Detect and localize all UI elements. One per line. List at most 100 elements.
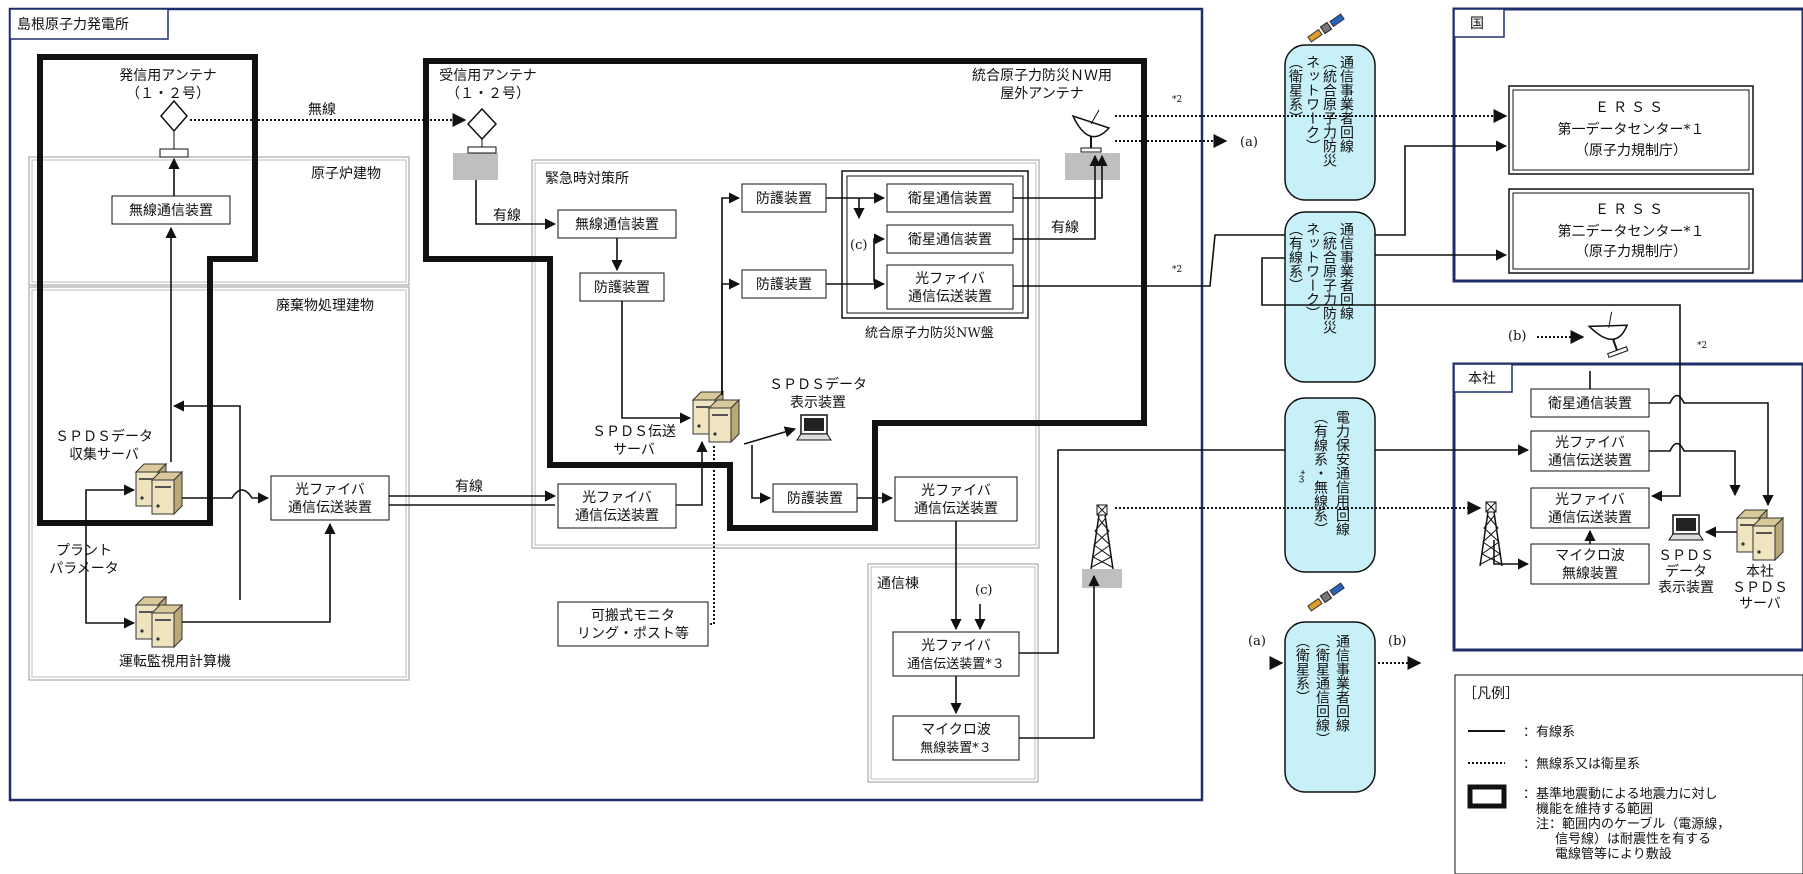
wired-connections	[85, 140, 1774, 739]
box-wireless-comm-ec	[557, 209, 677, 239]
spds-display-label-1: ＳＰＤＳデータ	[769, 376, 867, 393]
ho-display-laptop-icon	[1668, 514, 1704, 541]
comm-building-label: 通信棟	[877, 576, 919, 592]
outdoor-antenna-label-2: 屋外アンテナ	[1000, 86, 1083, 102]
box-erss1-l3: （原子力規制庁）	[1575, 143, 1687, 159]
box-ho-sat	[1530, 388, 1650, 418]
box-optical-ec-l2: 通信伝送装置	[575, 508, 659, 524]
emergency-center-region: 緊急時対策所	[531, 159, 1040, 549]
tx-antenna-icon	[159, 99, 189, 158]
nw-panel: 統合原子力防災NW盤	[841, 170, 1029, 341]
plant-frame	[8, 7, 1204, 802]
net1-line1: 通信事業者回線	[1338, 55, 1354, 153]
spds-collect-label-1: ＳＰＤＳデータ	[55, 428, 153, 445]
net2-line1: 通信事業者回線	[1338, 222, 1354, 320]
box-erss1-l2: 第一データセンター*１	[1558, 121, 1705, 138]
head-office-label-box	[1453, 363, 1513, 393]
waste-building-region: 廃棄物処理建物	[28, 286, 410, 681]
box-erss2-l2: 第二データセンター*１	[1558, 223, 1705, 240]
net2-line2: （統合原子力防災	[1321, 222, 1337, 334]
rx-antenna-label-1: 受信用アンテナ	[439, 68, 536, 84]
box-optical-ec-out-l2: 通信伝送装置	[914, 501, 998, 517]
net4-line3: （衛星系）	[1294, 634, 1310, 704]
box-microwave-comm-bldg-l1: マイクロ波	[921, 722, 991, 738]
box-erss2-l1: ＥＲＳＳ	[1595, 202, 1667, 218]
ho-spds-server-icon	[1736, 509, 1784, 561]
legend-title: ［凡例］	[1463, 686, 1519, 702]
network-power-line: 電力保安通信用回線 （有線系・無線系） *３	[1284, 397, 1376, 573]
net2-line4: （有線系）	[1287, 222, 1303, 292]
reactor-building-region: 原子炉建物	[28, 156, 410, 286]
net1-line2: （統合原子力防災	[1321, 55, 1337, 167]
mark-a-1: (a)	[1240, 135, 1258, 150]
network-carrier-satellite-line: 通信事業者回線 （衛星通信回線） （衛星系）	[1284, 621, 1376, 793]
spds-transfer-server-icon	[692, 391, 740, 443]
box-erss1-l1: ＥＲＳＳ	[1595, 100, 1667, 116]
reactor-building-label: 原子炉建物	[311, 166, 381, 182]
box-erss1-inner	[1512, 89, 1750, 171]
plant-params-label-2: パラメータ	[49, 561, 119, 577]
box-erss2-l3: （原子力規制庁）	[1575, 244, 1687, 260]
net1-line3: ネットワーク）	[1304, 55, 1320, 153]
box-sat-comm-1-label: 衛星通信装置	[908, 191, 992, 207]
national-label: 国	[1470, 16, 1484, 32]
plant-tower-icon	[1082, 504, 1122, 588]
outdoor-antenna-label-1: 統合原子力防災ＮＷ用	[972, 68, 1112, 84]
ho-spds-display-label-1: ＳＰＤＳ	[1658, 548, 1714, 564]
box-wireless-comm-reactor-label: 無線通信装置	[129, 203, 213, 219]
mark-c-1: (c)	[850, 238, 867, 253]
box-erss1	[1508, 85, 1754, 175]
box-protect-1-label: 防護装置	[756, 191, 812, 207]
box-optical-waste	[270, 475, 390, 521]
box-optical-nw	[886, 264, 1014, 310]
box-ho-microwave	[1530, 543, 1650, 585]
network-carrier-wired: 通信事業者回線 （統合原子力防災 ネットワーク） （有線系）	[1284, 211, 1376, 383]
net2-line3: ネットワーク）	[1304, 222, 1320, 320]
wireless-connections	[190, 109, 1585, 670]
box-protect-2-label: 防護装置	[756, 277, 812, 293]
net3-line1: 電力保安通信用回線	[1334, 410, 1350, 536]
mark-a-2: (a)	[1248, 634, 1266, 649]
box-ho-optical-1-l1: 光ファイバ	[1555, 435, 1625, 451]
box-protect-1	[741, 183, 827, 213]
legend-seismic-5: 電線管等により敷設	[1555, 846, 1672, 862]
rx-antenna-icon	[453, 107, 498, 180]
legend-seismic-2: 機能を維持する範囲	[1536, 802, 1653, 817]
box-optical-ec-out-l1: 光ファイバ	[921, 483, 991, 499]
box-optical-comm-bldg	[892, 631, 1020, 677]
mark-c-2: (c)	[975, 583, 992, 598]
box-ho-microwave-l2: 無線装置	[1562, 566, 1618, 582]
head-office-label: 本社	[1468, 371, 1496, 387]
box-wireless-comm-ec-label: 無線通信装置	[575, 217, 659, 233]
box-ho-optical-1-l2: 通信伝送装置	[1548, 453, 1632, 469]
plant-params-label-1: プラント	[56, 543, 112, 559]
box-sat-comm-2-label: 衛星通信装置	[908, 232, 992, 248]
legend: ［凡例］ ：有線系 ：無線系又は衛星系 ：基準地震動による地震力に対し 機能を維…	[1454, 674, 1803, 874]
box-erss2	[1508, 188, 1754, 274]
net4-line2: （衛星通信回線）	[1314, 634, 1330, 746]
wired-label-3: 有線	[1051, 220, 1079, 236]
box-wireless-comm-reactor	[111, 195, 231, 225]
plant-computer-label: 運転監視用計算機	[119, 653, 231, 670]
outdoor-antenna-icon	[1065, 109, 1120, 180]
legend-wired: ：有線系	[1523, 724, 1575, 740]
box-ho-optical-1	[1530, 430, 1650, 472]
satellite-icon-2	[1307, 582, 1345, 612]
national-label-box	[1453, 8, 1505, 38]
wired-label-1: 有線	[493, 208, 521, 224]
plant-label-box	[9, 8, 169, 40]
box-protect-3-label: 防護装置	[787, 491, 843, 507]
plant-label: 島根原子力発電所	[17, 17, 129, 33]
box-optical-waste-l2: 通信伝送装置	[288, 500, 372, 516]
wired-label-2: 有線	[455, 479, 483, 495]
ho-spds-display-label-2: データ	[1665, 563, 1707, 580]
note-star2-1: *2	[1172, 95, 1182, 105]
head-office-frame	[1452, 362, 1803, 652]
spds-collect-server-icon	[135, 463, 183, 515]
spds-collect-label-2: 収集サーバ	[69, 446, 139, 463]
national-frame	[1452, 7, 1803, 283]
tx-antenna-label-1: 発信用アンテナ	[119, 68, 216, 84]
box-ho-microwave-l1: マイクロ波	[1555, 548, 1625, 564]
box-optical-comm-bldg-l2: 通信伝送装置*３	[907, 657, 1005, 672]
